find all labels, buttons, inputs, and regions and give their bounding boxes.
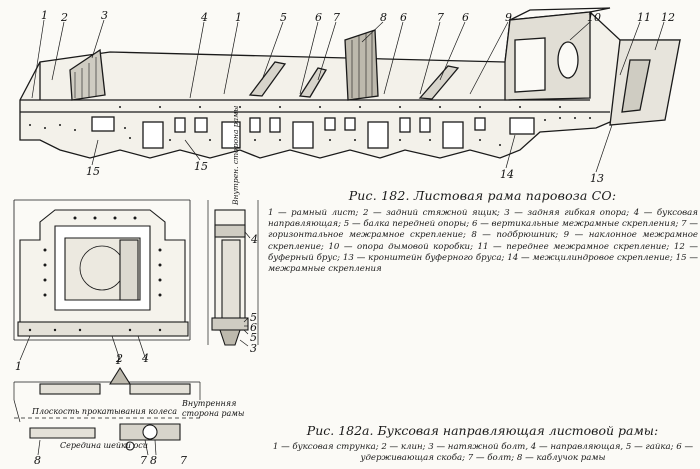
callout-10: 10 <box>587 11 601 24</box>
figure-182a-caption: Рис. 182а. Буксовая направляющая листово… <box>306 423 659 438</box>
callout-13: 13 <box>590 172 604 185</box>
callout-3: 3 <box>101 9 108 22</box>
fig182a-front-callouts: 1 2 4 <box>15 352 149 373</box>
callout-11: 11 <box>637 11 651 24</box>
callout-4: 4 <box>200 11 208 24</box>
callout-6c: 6 <box>462 11 469 24</box>
callout-c7: 7 <box>140 454 147 467</box>
axle-guide-plan-view <box>13 366 201 456</box>
callout-15: 15 <box>86 165 100 178</box>
callout-14: 14 <box>500 168 514 181</box>
callout-9: 9 <box>505 11 512 24</box>
callout-1b: 1 <box>235 11 242 24</box>
fig182-callouts: 1 2 3 4 1 5 6 7 8 6 7 6 9 10 11 12 15 15… <box>41 9 675 185</box>
callout-6: 6 <box>315 11 322 24</box>
callout-c8: 8 <box>34 454 41 467</box>
fig182a-side-callouts: 4 5 6 5 3 <box>250 233 258 355</box>
callout-7: 7 <box>333 11 340 24</box>
callout-c7b: 7 <box>180 454 187 467</box>
callout-b3: 3 <box>250 342 257 355</box>
callout-5: 5 <box>280 11 287 24</box>
figure-182-caption: Рис. 182. Листовая рама паровоза СО: <box>348 188 617 203</box>
annot-axle-middle: Середина шейки оси <box>60 441 148 450</box>
callout-a4: 4 <box>141 352 149 365</box>
callout-b5b: 5 <box>250 331 257 344</box>
annot-inner: Внутренняя <box>181 399 236 408</box>
annot-inner-side-vertical: Внутрен. сторона рамы <box>231 105 240 205</box>
callout-b5: 5 <box>250 311 257 324</box>
fig182a-plan-callouts: 1 8 7 8 7 Плоскость прокатывания колеса … <box>31 354 244 467</box>
callout-2: 2 <box>60 11 68 24</box>
figure-182a-legend: 1 — буксовая струнка; 2 — клин; 3 — натя… <box>272 442 694 463</box>
callout-7b: 7 <box>437 11 444 24</box>
locomotive-frame-drawing <box>19 7 682 173</box>
axle-guide-front-view <box>13 199 191 361</box>
callout-a2: 2 <box>115 352 123 365</box>
figure-182-legend: 1 — рамный лист; 2 — задний стяжной ящик… <box>268 208 698 275</box>
axle-guide-side-section <box>207 200 259 347</box>
callout-8: 8 <box>380 11 387 24</box>
callout-1: 1 <box>41 9 48 22</box>
callout-c1: 1 <box>115 354 122 367</box>
callout-c8b: 8 <box>150 454 157 467</box>
callout-6b: 6 <box>400 11 407 24</box>
callout-b4: 4 <box>250 233 258 246</box>
callout-12: 12 <box>661 11 675 24</box>
callout-15b: 15 <box>194 160 208 173</box>
callout-b6: 6 <box>250 321 257 334</box>
annot-wheel-plane: Плоскость прокатывания колеса <box>31 407 177 416</box>
annot-frame-side: сторона рамы <box>182 409 244 418</box>
callout-a1: 1 <box>15 360 22 373</box>
